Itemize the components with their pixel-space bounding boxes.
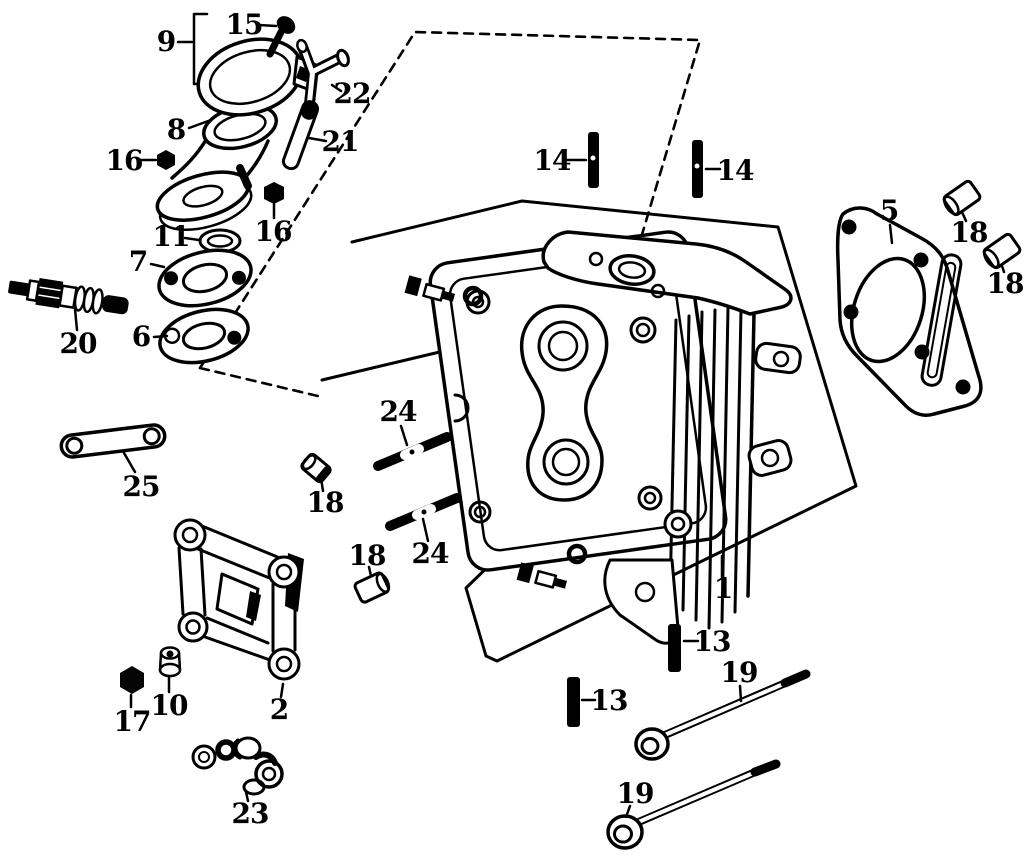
nut-16-lower [264,182,284,204]
bolt-15-drawing [266,16,296,58]
head-gasket-drawing [835,206,983,417]
leader-line-5 [888,223,894,245]
leader-line-23 [244,790,250,803]
nut-16-upper [157,150,175,170]
rocker-bracket-drawing [173,518,304,681]
leader-line-25 [122,451,137,474]
cap-nut-17-drawing [120,666,144,694]
stud-24-upper [373,432,452,471]
leader-line-18d [1000,264,1006,274]
breather-tube-drawing [281,100,320,171]
leader-line-18b [367,565,373,578]
stud-14-left [588,132,599,188]
leader-line-15 [257,23,278,28]
stud-13-right [668,624,681,672]
adjust-screw-upper [404,275,484,307]
leader-line-20 [73,307,79,332]
bolt-19-lower [606,759,781,850]
leader-line-19a [738,684,743,703]
leader-line-24b [421,517,430,543]
dowel-18-right-lower [982,232,1022,270]
leader-line-2 [279,682,285,699]
stud-14-right [692,140,703,198]
leader-line-8 [187,118,213,130]
leader-line-22 [330,83,343,93]
gasket-6-drawing [158,307,250,365]
adjuster-10-drawing [158,646,182,678]
leader-line-19b [624,804,632,819]
leader-line-24a [399,424,409,447]
leader-line-18a [319,476,325,493]
leader-lines [73,23,1006,819]
dowel-18-right-upper [942,179,982,217]
bolt-19-upper [634,669,811,761]
intake-pipe-drawing [155,103,278,232]
dowel-18-left-lower [353,571,391,604]
gasket-7-drawing [157,248,253,308]
leader-line-6 [152,334,169,339]
spark-plug-drawing [8,278,129,315]
stud-13-left [567,677,580,727]
dashed-panel-outline [198,30,702,399]
dowel-18-left-upper [300,452,332,484]
adjust-screw-lower [516,543,588,589]
cylinder-head-drawing [428,230,802,645]
seal-cluster-23-drawing [191,736,284,796]
leader-line-18c [960,210,968,223]
leader-line-7 [149,262,166,269]
leader-line-21 [307,136,328,143]
stud-24-lower [385,493,462,531]
dowel-pin-25-drawing [59,423,167,459]
leader-line-11 [183,236,201,242]
